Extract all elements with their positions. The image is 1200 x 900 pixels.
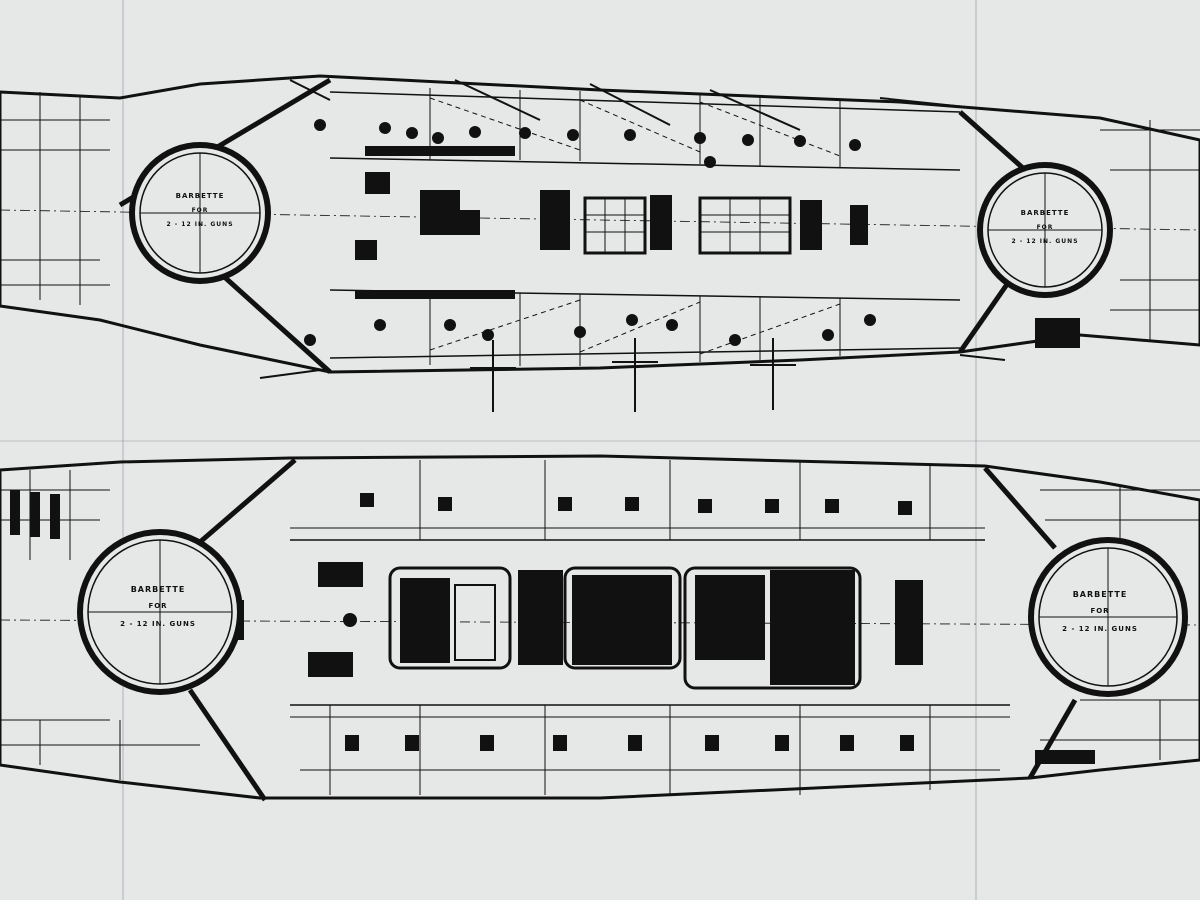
fold-crease	[0, 440, 1200, 442]
lower-fore-barbette: BARBETTE FOR 2 - 12 IN. GUNS	[77, 529, 243, 695]
barbette-label: BARBETTE	[1021, 209, 1070, 217]
fold-crease	[975, 0, 977, 900]
upper-fore-barbette: BARBETTE FOR 2 - 12 IN. GUNS	[129, 142, 271, 284]
fold-crease	[122, 0, 124, 900]
barbette-label: BARBETTE	[1073, 590, 1128, 599]
upper-deck-plan: BARBETTE FOR 2 - 12 IN. GUNS BARBETTE FO…	[0, 74, 1200, 412]
barbette-label: BARBETTE	[176, 192, 225, 200]
barbette-label: FOR	[1037, 224, 1054, 231]
barbette-label: 2 - 12 IN. GUNS	[1011, 238, 1078, 245]
barbette-label: 2 - 12 IN. GUNS	[1062, 625, 1138, 633]
barbette-label: FOR	[192, 207, 209, 214]
lower-hull-outline	[0, 454, 1200, 800]
barbette-label: BARBETTE	[131, 585, 186, 594]
lower-deck-plan: BARBETTE FOR 2 - 12 IN. GUNS BARBETTE FO…	[0, 454, 1200, 802]
barbette-label: 2 - 12 IN. GUNS	[120, 620, 196, 628]
upper-hull-outline	[0, 74, 1200, 374]
barbette-label: FOR	[1090, 607, 1109, 615]
upper-aft-barbette: BARBETTE FOR 2 - 12 IN. GUNS	[977, 162, 1113, 298]
barbette-label: 2 - 12 IN. GUNS	[166, 221, 233, 228]
lower-aft-barbette: BARBETTE FOR 2 - 12 IN. GUNS	[1028, 537, 1188, 697]
barbette-label: FOR	[148, 602, 167, 610]
